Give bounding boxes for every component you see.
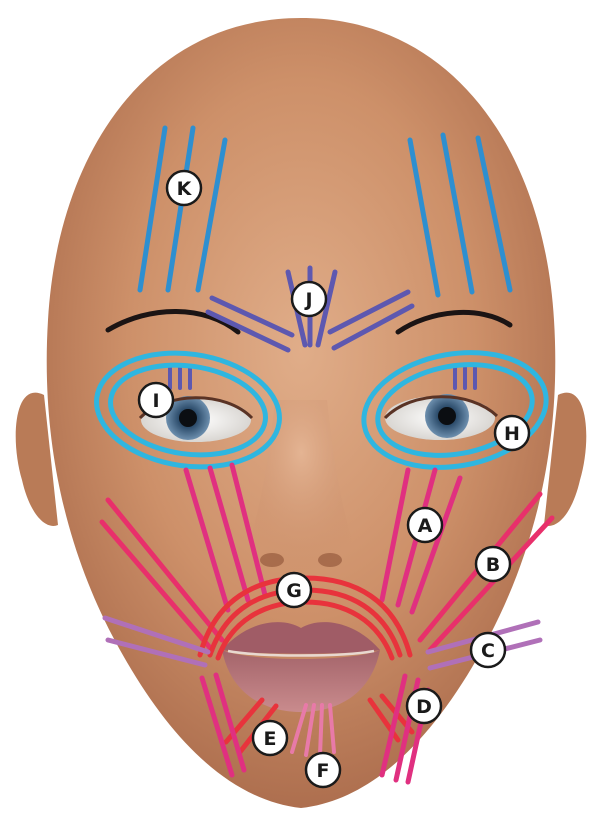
svg-text:G: G (286, 580, 302, 602)
svg-text:H: H (504, 423, 520, 445)
label-i: I (139, 383, 173, 417)
svg-text:K: K (177, 178, 193, 200)
svg-text:B: B (486, 554, 500, 576)
label-e: E (253, 721, 287, 755)
label-f: F (306, 753, 340, 787)
label-g: G (277, 573, 311, 607)
label-h: H (495, 416, 529, 450)
label-a: A (408, 508, 442, 542)
label-k: K (167, 171, 201, 205)
label-j: J (292, 282, 326, 316)
svg-text:F: F (317, 760, 330, 782)
label-b: B (476, 547, 510, 581)
svg-text:E: E (264, 728, 277, 750)
svg-text:A: A (418, 515, 433, 537)
svg-text:C: C (481, 640, 495, 662)
svg-text:I: I (152, 390, 159, 412)
label-c: C (471, 633, 505, 667)
svg-text:J: J (303, 289, 312, 311)
svg-text:D: D (416, 696, 432, 718)
label-d: D (407, 689, 441, 723)
